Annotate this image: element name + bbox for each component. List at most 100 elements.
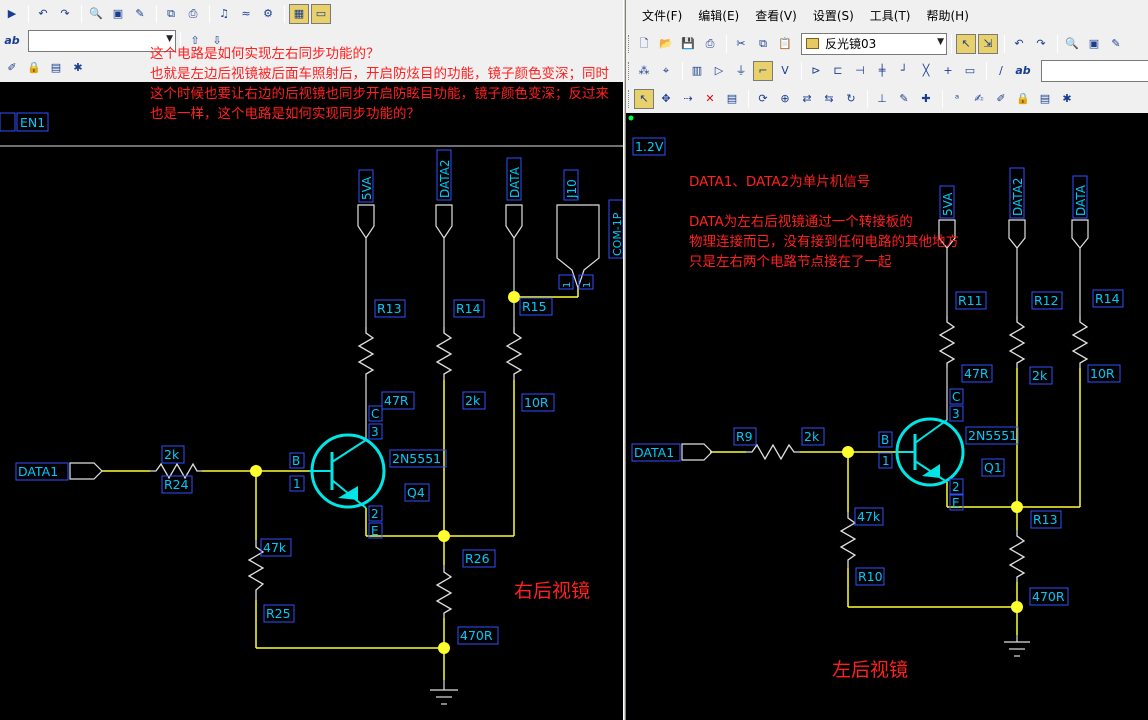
redo-icon[interactable]: ↷ <box>60 7 70 20</box>
swap-icon[interactable]: ⇄ <box>802 92 812 105</box>
lock-icon[interactable]: 🔒 <box>27 61 41 74</box>
library-icon[interactable]: ▤ <box>50 61 62 74</box>
port-data[interactable] <box>1071 219 1089 249</box>
transistor-q1[interactable] <box>895 417 965 487</box>
copy-sheet-icon[interactable]: ⧉ <box>167 7 175 20</box>
arrow-down-icon[interactable]: ⇩ <box>212 34 222 47</box>
sheet-port-icon[interactable]: ⊳ <box>811 64 821 77</box>
window-splitter[interactable] <box>623 0 626 720</box>
delete-icon[interactable]: ✕ <box>705 92 715 105</box>
connector-j10[interactable] <box>556 204 600 290</box>
resistor-r24[interactable] <box>150 462 202 480</box>
print-icon[interactable]: ⎙ <box>705 37 715 50</box>
menu-edit[interactable]: 编辑(E) <box>698 8 740 23</box>
text-tool-icon[interactable]: ab <box>1015 64 1031 77</box>
resistor-r15[interactable] <box>505 327 523 380</box>
attribute-icon[interactable]: ᵃ <box>954 92 960 105</box>
lock-icon[interactable]: 🔒 <box>1016 92 1030 105</box>
open-folder-icon[interactable]: 📂 <box>659 37 673 50</box>
waveform-icon[interactable]: ≈ <box>241 7 251 20</box>
plug-icon[interactable]: ⏚ <box>735 64 747 77</box>
resistor-r26[interactable] <box>435 565 453 618</box>
pen-tool-icon[interactable]: ✐ <box>7 61 17 74</box>
menu-view[interactable]: 查看(V) <box>755 8 797 23</box>
menu-help[interactable]: 帮助(H) <box>926 8 969 23</box>
pen-icon[interactable]: ✎ <box>899 92 909 105</box>
pen-tool-icon[interactable]: ✐ <box>996 92 1006 105</box>
menu-tools[interactable]: 工具(T) <box>869 8 911 23</box>
magic-icon[interactable]: ✱ <box>73 61 83 74</box>
no-connect-icon[interactable]: ╳ <box>922 64 930 77</box>
tag-tool-icon[interactable]: ⌖ <box>662 64 670 77</box>
bus-icon[interactable]: ╪ <box>878 64 886 77</box>
chip-icon[interactable]: ▥ <box>691 64 703 77</box>
select-arrow-icon[interactable]: ↖ <box>956 33 976 54</box>
window-icon[interactable]: ▭ <box>311 3 331 24</box>
undo-icon[interactable]: ↶ <box>38 7 48 20</box>
resistor-r12[interactable] <box>1008 316 1026 368</box>
right-text-input[interactable] <box>1041 59 1148 82</box>
edit-attribute-icon[interactable]: ✍ <box>974 92 984 105</box>
redo-icon[interactable]: ↷ <box>1036 37 1046 50</box>
toolbar-grip[interactable] <box>628 61 631 80</box>
left-combo-box[interactable]: ▼ <box>28 29 176 52</box>
pin-add-icon[interactable]: ✚ <box>921 92 931 105</box>
menu-settings[interactable]: 设置(S) <box>812 8 854 23</box>
line-icon[interactable]: ∕ <box>999 64 1003 77</box>
transistor-q4[interactable] <box>309 433 386 509</box>
offpage-icon[interactable]: ⊏ <box>833 64 843 77</box>
library-icon[interactable]: ▤ <box>1039 92 1051 105</box>
probe-icon[interactable]: ⇲ <box>978 33 998 54</box>
cut-icon[interactable]: ✂ <box>736 37 746 50</box>
resistor-r10[interactable] <box>839 512 857 568</box>
arrow-up-icon[interactable]: ⇧ <box>190 34 200 47</box>
zoom-icon[interactable]: 🔍 <box>1065 37 1079 50</box>
zoom-fit-icon[interactable]: ▣ <box>1088 37 1100 50</box>
open-icon[interactable]: ▶ <box>7 7 17 20</box>
voltage-icon[interactable]: V <box>781 64 789 77</box>
music-note-icon[interactable]: ♫ <box>219 7 229 20</box>
port-data1[interactable] <box>69 462 103 480</box>
copy-icon[interactable]: ⧉ <box>759 37 767 50</box>
resistor-r13[interactable] <box>1008 530 1026 582</box>
brush-icon[interactable]: ✎ <box>1111 37 1121 50</box>
add-part-icon[interactable]: ⊕ <box>780 92 790 105</box>
zoom-fit-icon[interactable]: ▣ <box>112 7 124 20</box>
probe-tool-icon[interactable]: ⁂ <box>638 64 650 77</box>
port-data[interactable] <box>505 204 523 240</box>
drag-icon[interactable]: ⇢ <box>683 92 693 105</box>
wire-icon[interactable]: ┘ <box>900 64 908 77</box>
port-data2[interactable] <box>1008 219 1026 249</box>
paste-icon[interactable]: 📋 <box>778 37 792 50</box>
properties-icon[interactable]: ▤ <box>726 92 738 105</box>
refresh-icon[interactable]: ↻ <box>846 92 856 105</box>
resistor-r14[interactable] <box>1071 316 1089 368</box>
resistor-r14[interactable] <box>435 327 453 380</box>
label-icon[interactable]: ▭ <box>964 64 976 77</box>
brush-icon[interactable]: ✎ <box>135 7 145 20</box>
magic-icon[interactable]: ✱ <box>1062 92 1072 105</box>
wire-tool-icon[interactable]: ⌐ <box>753 60 773 81</box>
resistor-r11[interactable] <box>938 316 956 368</box>
resistor-r13[interactable] <box>357 327 375 380</box>
settings-icon[interactable]: ⚙ <box>263 7 273 20</box>
view-mode-icon[interactable]: ▦ <box>289 3 309 24</box>
sheet-selector[interactable]: 反光镜03 ▼ <box>801 32 947 55</box>
resistor-r25[interactable] <box>247 540 265 600</box>
mirror-icon[interactable]: ⇆ <box>824 92 834 105</box>
move-icon[interactable]: ✥ <box>661 92 671 105</box>
port-5va[interactable] <box>357 204 375 240</box>
port-data1[interactable] <box>681 443 713 461</box>
toolbar-grip[interactable] <box>628 34 631 53</box>
menu-file[interactable]: 文件(F) <box>642 8 683 23</box>
pointer-icon[interactable]: ↖ <box>634 88 654 109</box>
toolbar-grip[interactable] <box>628 89 631 108</box>
new-file-icon[interactable]: 🗋 <box>639 37 649 50</box>
port-data2[interactable] <box>435 204 453 240</box>
junction-icon[interactable]: + <box>943 64 953 77</box>
bus-entry-icon[interactable]: ⊣ <box>855 64 865 77</box>
zoom-icon[interactable]: 🔍 <box>89 7 103 20</box>
pin-icon[interactable]: ⊥ <box>877 92 887 105</box>
print-icon[interactable]: ⎙ <box>188 7 198 20</box>
save-icon[interactable]: 💾 <box>681 37 695 50</box>
